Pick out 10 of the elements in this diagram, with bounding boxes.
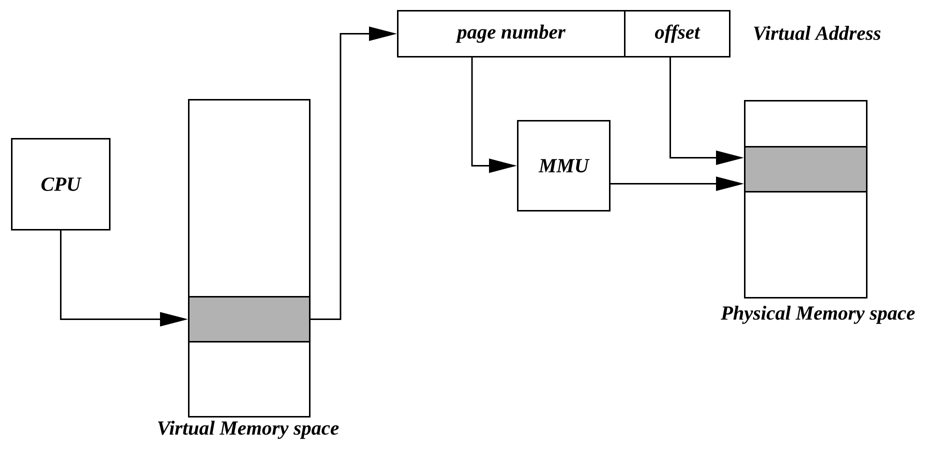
node-label: Virtual Memory space — [158, 420, 339, 439]
process-box: CPU — [11, 138, 111, 230]
node-label: Virtual Address — [754, 26, 880, 40]
cell-box: offset — [624, 10, 730, 58]
memory-column — [188, 99, 310, 418]
cell-box: page number — [397, 10, 626, 58]
memory-page — [188, 296, 310, 342]
process-box: MMU — [517, 120, 610, 212]
node-label: Physical Memory space — [720, 306, 915, 324]
memory-page — [744, 146, 868, 192]
